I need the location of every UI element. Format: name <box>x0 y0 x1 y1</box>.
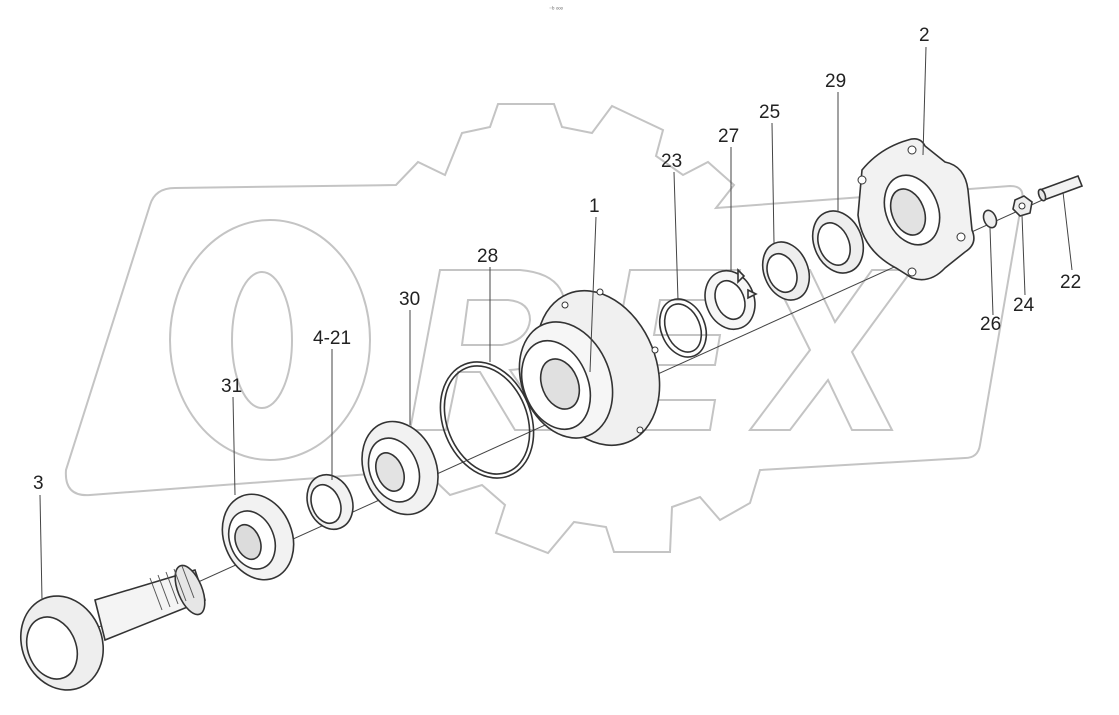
part-30-bearing <box>361 420 439 516</box>
part-25-slotted-nut <box>761 241 811 301</box>
callout-22: 22 <box>1060 272 1081 293</box>
callout-2: 2 <box>919 25 930 46</box>
callout-labels: 2 29 25 27 23 1 28 30 4-21 31 3 22 24 26 <box>33 25 1081 494</box>
callout-23: 23 <box>661 151 682 172</box>
callout-1: 1 <box>589 196 600 217</box>
callout-27: 27 <box>718 126 739 147</box>
callout-28: 28 <box>477 246 498 267</box>
watermark-letter-x <box>748 269 914 431</box>
part-2-flange-cap <box>857 138 975 281</box>
part-4-21-sleeve <box>306 473 354 531</box>
callout-26: 26 <box>980 314 1001 335</box>
part-3-splined-shaft <box>19 564 206 691</box>
part-31-bearing <box>221 493 295 581</box>
part-1-hub-housing <box>518 288 661 447</box>
callout-30: 30 <box>399 289 420 310</box>
part-24-nut <box>1012 195 1033 217</box>
watermark-letter-e <box>598 269 742 431</box>
callout-4-21: 4-21 <box>313 328 351 349</box>
header-mark: ⁻ᵇ ᵒᵒᵒ <box>549 6 564 13</box>
watermark-letter-o <box>169 219 371 461</box>
callout-31: 31 <box>221 376 242 397</box>
callout-25: 25 <box>759 102 780 123</box>
part-27-lock-washer <box>704 268 758 331</box>
callout-24: 24 <box>1013 295 1035 316</box>
callout-3: 3 <box>33 473 44 494</box>
leader-lines <box>39 46 1073 601</box>
part-26-washer <box>982 209 998 229</box>
part-22-stud <box>1037 174 1084 202</box>
watermark-letter-o-inner <box>231 271 293 409</box>
callout-29: 29 <box>825 71 846 92</box>
part-29-seal <box>811 210 865 274</box>
part-23-ring <box>658 298 708 358</box>
